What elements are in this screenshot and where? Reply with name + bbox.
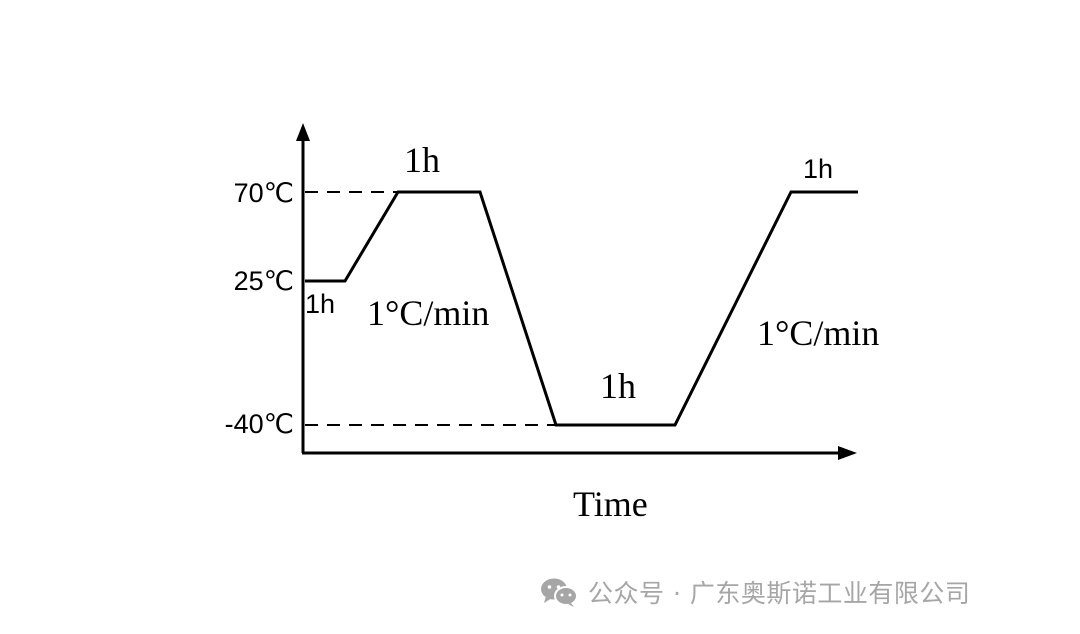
temp-label-low: -40℃ xyxy=(225,409,294,439)
wechat-icon xyxy=(541,578,578,607)
x-axis-label: Time xyxy=(573,484,648,524)
watermark-text: 公众号 · 广东奥斯诺工业有限公司 xyxy=(588,579,971,608)
duration-label-high-dwell: 1h xyxy=(404,140,440,180)
temp-label-ambient: 25℃ xyxy=(234,266,294,296)
duration-label-initial: 1h xyxy=(305,289,335,319)
temp-label-high: 70℃ xyxy=(234,178,294,208)
rate-label-heating: 1°C/min xyxy=(757,313,879,353)
rate-label-cooling: 1°C/min xyxy=(367,293,489,333)
duration-label-low-dwell: 1h xyxy=(600,366,636,406)
x-axis-arrow-icon xyxy=(838,446,857,460)
duration-label-final-dwell: 1h xyxy=(803,154,833,184)
temperature-profile-line xyxy=(305,190,858,427)
y-axis-arrow-icon xyxy=(296,123,310,141)
watermark: 公众号 · 广东奥斯诺工业有限公司 xyxy=(540,574,970,610)
